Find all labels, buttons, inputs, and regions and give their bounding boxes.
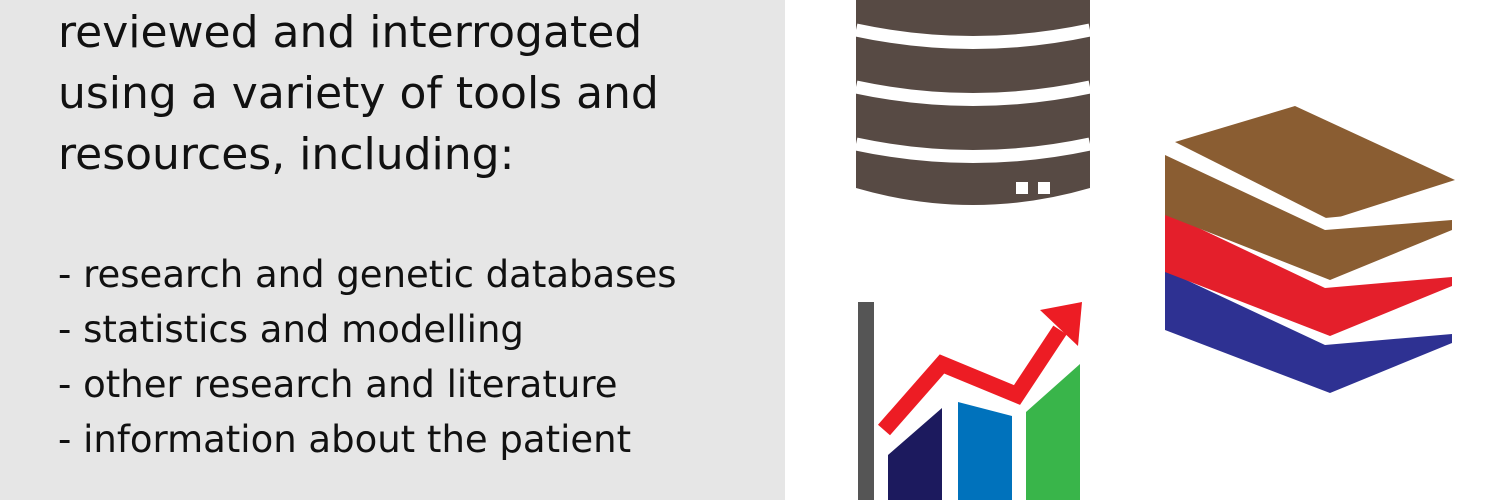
list-item: - research and genetic databases xyxy=(58,253,677,296)
books-stack-icon xyxy=(1165,106,1455,393)
intro-line: using a variety of tools and xyxy=(58,68,659,119)
bar-chart-growth-icon xyxy=(858,302,1082,500)
text-panel: reviewed and interrogated using a variet… xyxy=(0,0,785,500)
database-icon xyxy=(854,0,1092,205)
intro-line: resources, including: xyxy=(58,129,515,180)
list-item: - other research and literature xyxy=(58,363,618,406)
list-item: - statistics and modelling xyxy=(58,308,524,351)
tools-list: - research and genetic databases - stati… xyxy=(58,247,677,467)
intro-line: reviewed and interrogated xyxy=(58,7,643,58)
intro-text: reviewed and interrogated using a variet… xyxy=(58,2,659,185)
list-item: - information about the patient xyxy=(58,418,632,461)
